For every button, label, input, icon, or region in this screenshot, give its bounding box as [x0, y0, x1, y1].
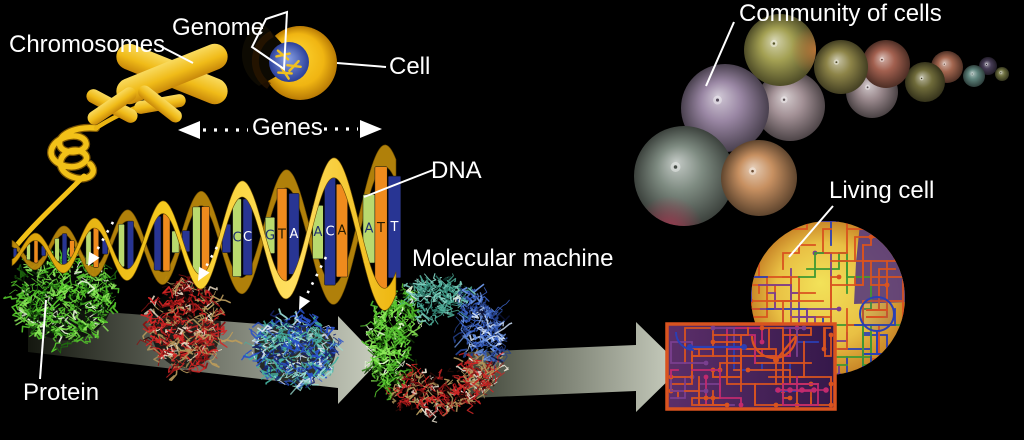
protein-green [3, 246, 120, 354]
community-of-cells-spheres [634, 14, 1009, 226]
community-leader [705, 21, 735, 87]
svg-text:T: T [376, 221, 385, 236]
chromosome-shapes [86, 43, 228, 125]
protein-label: Protein [23, 379, 100, 406]
living-cell-label: Living cell [829, 177, 935, 204]
protein-blue [240, 308, 344, 396]
living-cell-leader [788, 205, 834, 258]
protein-leader [39, 299, 47, 380]
cell-leader [336, 62, 387, 68]
genes-label: Genes [252, 114, 323, 141]
chromosomes-label: Chromosomes [9, 31, 166, 58]
svg-text:T: T [277, 228, 286, 243]
chromatin-coil [13, 101, 149, 249]
svg-text:C: C [232, 231, 241, 246]
cell-illustration [241, 22, 337, 100]
svg-text:G: G [265, 229, 275, 244]
svg-text:A: A [365, 222, 374, 237]
svg-text:C: C [325, 224, 334, 239]
molecular-machine-label: Molecular machine [412, 245, 614, 272]
community-of-cells-label: Community of cells [739, 0, 942, 27]
molecular-machine-ring [360, 273, 513, 423]
genes-arrowhead-left [178, 121, 200, 139]
svg-text:A: A [314, 225, 323, 240]
svg-text:C: C [243, 230, 252, 245]
svg-text:A: A [290, 227, 299, 242]
annotation-lines [39, 10, 834, 380]
genetic-circuit-board [665, 322, 837, 411]
genome-wedge-outline [250, 10, 289, 71]
dna-leader [363, 169, 434, 198]
genome-label: Genome [172, 14, 265, 41]
svg-text:T: T [390, 220, 399, 235]
protein-structures [3, 246, 344, 396]
svg-text:A: A [338, 224, 347, 239]
flow-arrows [28, 306, 682, 412]
dna-label: DNA [431, 157, 482, 184]
protein-red [136, 274, 243, 382]
chromosomes-leader [159, 45, 194, 64]
genes-arrowhead-right [360, 120, 382, 138]
cell-label: Cell [389, 53, 431, 80]
